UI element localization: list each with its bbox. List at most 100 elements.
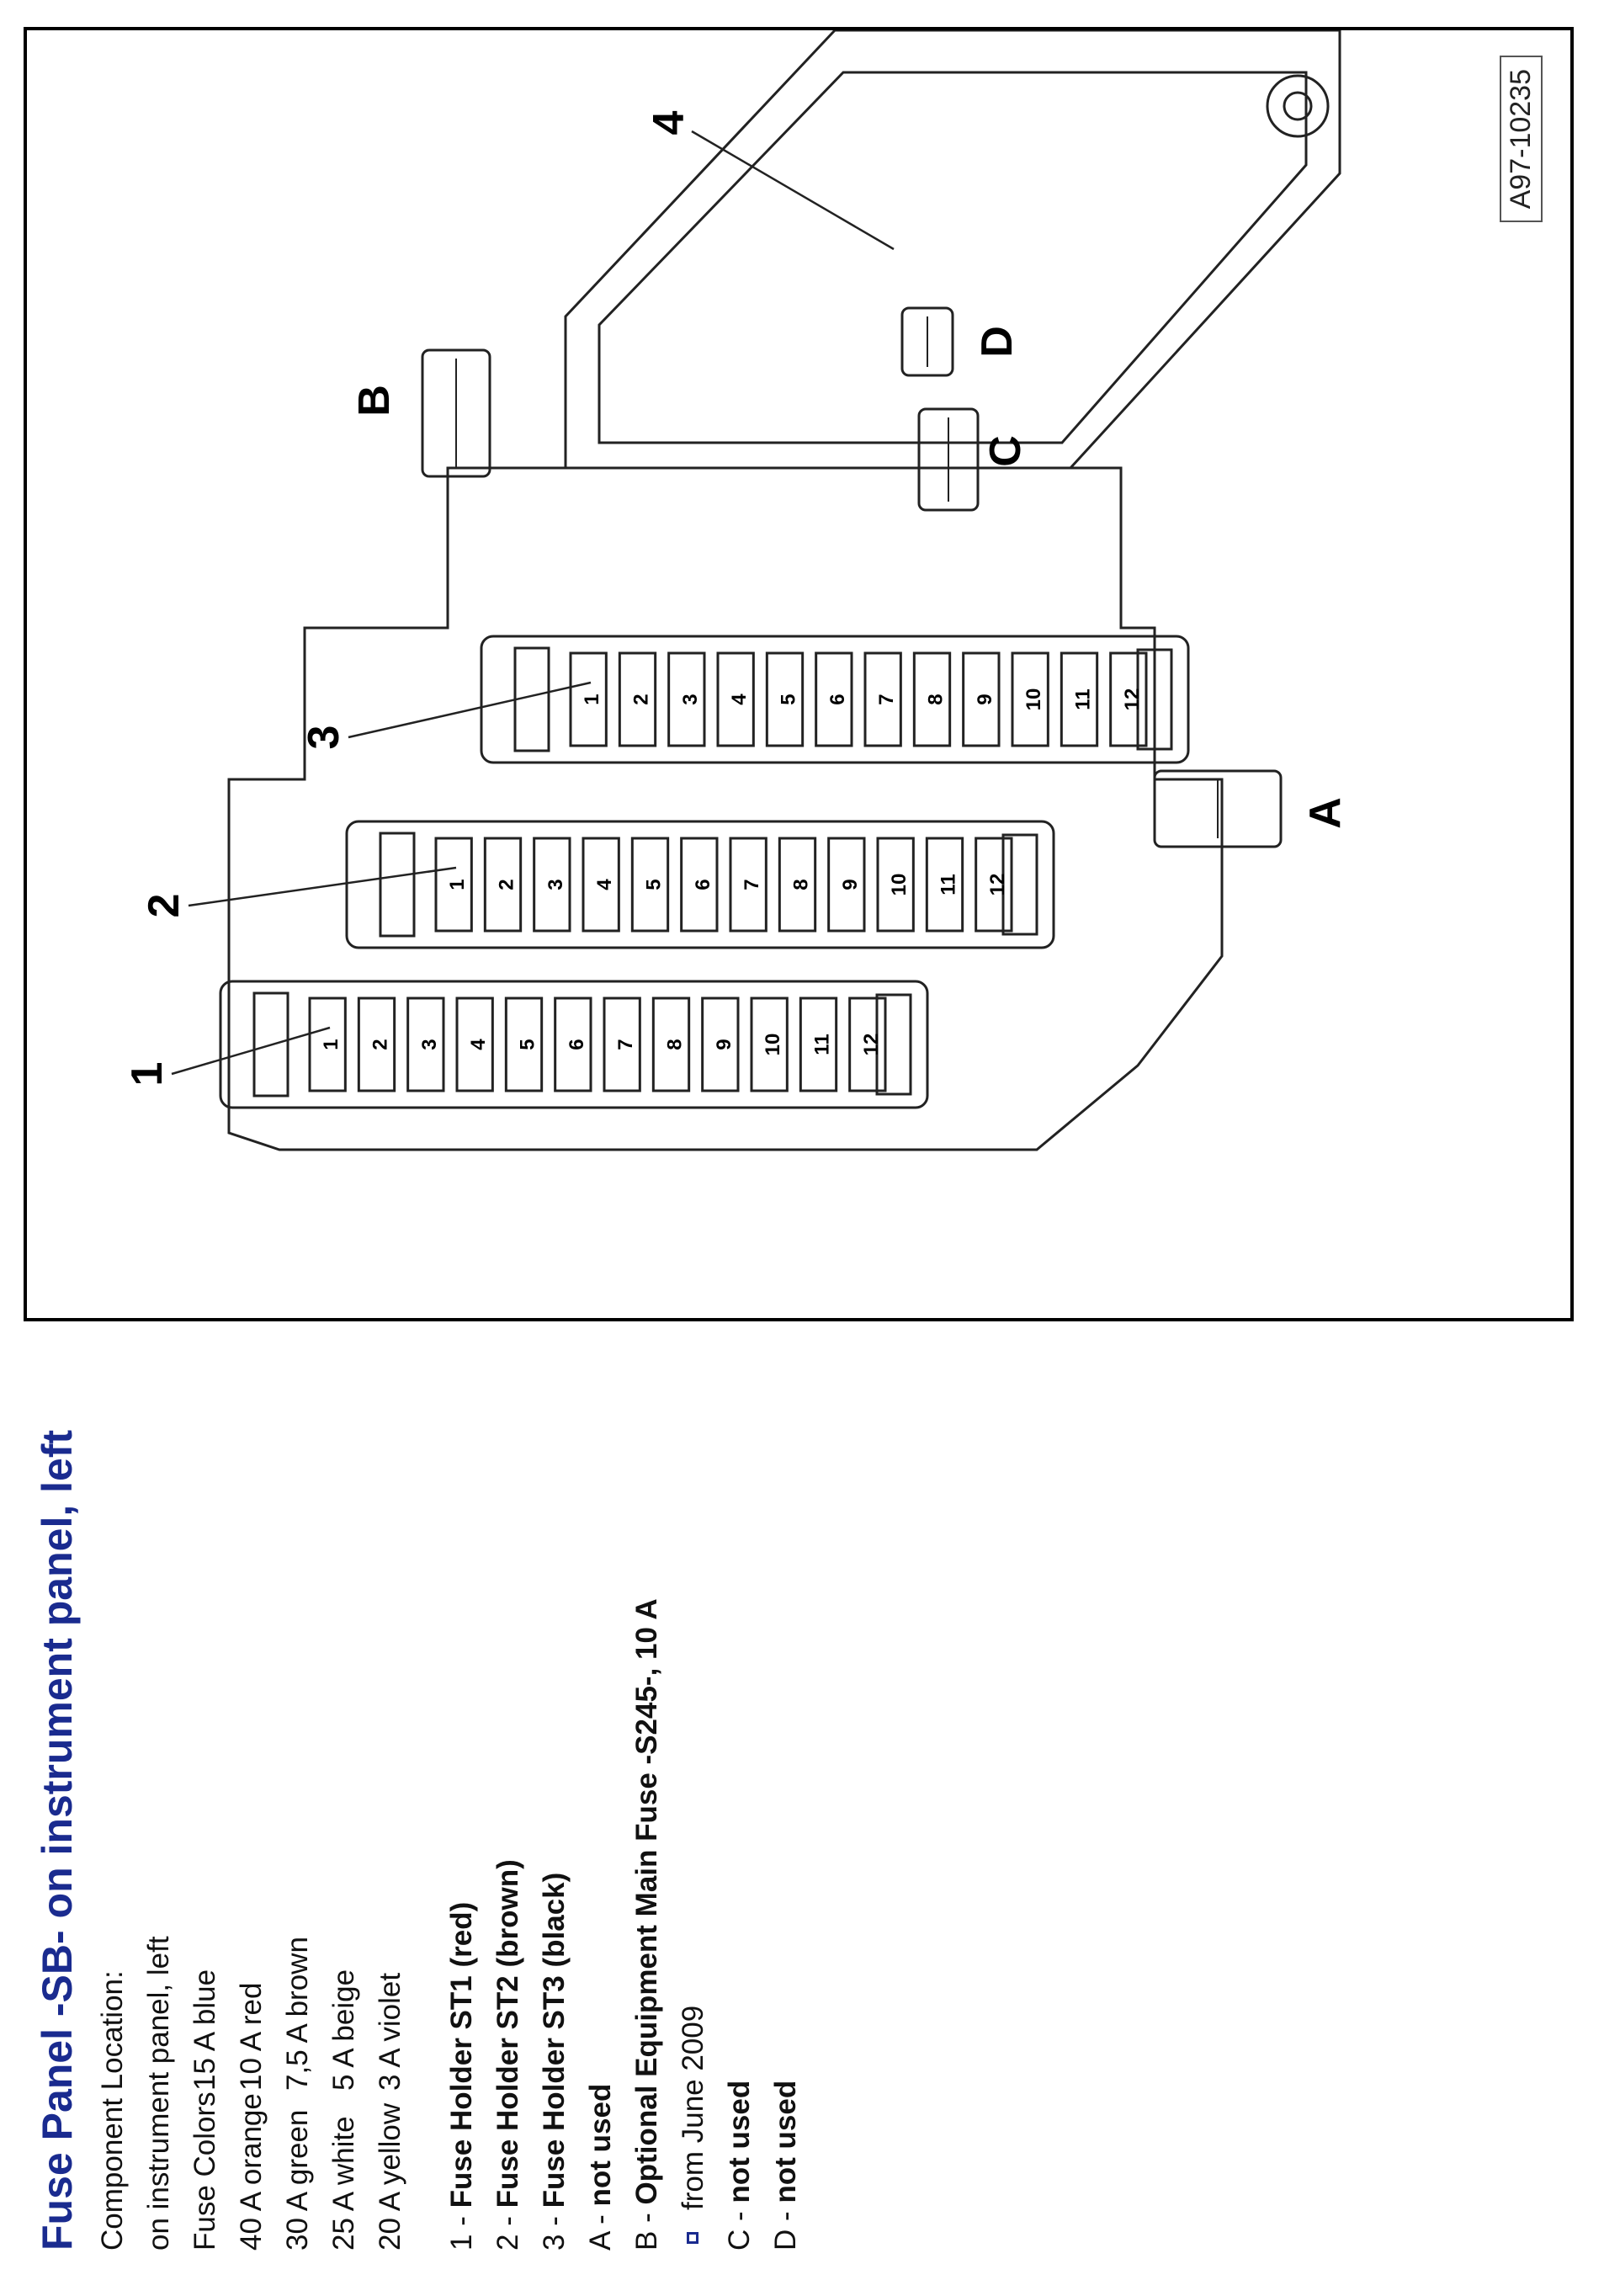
figure-id: A97-10235 bbox=[1500, 56, 1543, 223]
fuse-holder-tab bbox=[875, 993, 912, 1096]
small-fuse-carrier: A bbox=[1153, 769, 1350, 848]
callout-label: D bbox=[973, 326, 1022, 358]
fuse-slot-label: 5 bbox=[643, 879, 666, 890]
fuse-slot bbox=[701, 997, 740, 1092]
fuse-slot bbox=[667, 651, 706, 747]
fuse-holder-outline bbox=[219, 980, 929, 1109]
fuse-slot bbox=[876, 837, 915, 933]
fuse-slot-label: 1 bbox=[320, 1039, 343, 1050]
fuse-slot bbox=[630, 837, 670, 933]
fuse-slot-label: 11 bbox=[811, 1034, 834, 1055]
legend-item: A - not used bbox=[583, 2083, 617, 2251]
callout-line bbox=[188, 866, 457, 907]
fuse-slot-label: 11 bbox=[937, 874, 960, 895]
fuse-color-cell: 20 A yellow bbox=[373, 2102, 406, 2251]
component-location-label: Component Location: bbox=[95, 1970, 129, 2251]
fuse-slot bbox=[750, 997, 789, 1092]
legend-item: 1 - Fuse Holder ST1 (red) bbox=[444, 1901, 478, 2251]
fuse-color-cell: 30 A green bbox=[280, 2109, 314, 2251]
fuse-slot-label: 12 bbox=[860, 1034, 883, 1056]
fuse-slot bbox=[554, 997, 592, 1092]
fuse-color-cell: 7,5 A brown bbox=[280, 1937, 314, 2091]
carrier-outline bbox=[900, 306, 954, 377]
fuse-slot bbox=[716, 651, 755, 747]
fuse-color-cell: 5 A beige bbox=[327, 1969, 360, 2091]
mounting-plate bbox=[227, 466, 1224, 1151]
fuse-slot bbox=[1109, 651, 1148, 747]
fuse-slot bbox=[815, 651, 853, 747]
callout-line bbox=[171, 1026, 331, 1076]
legend-item: D - not used bbox=[768, 2080, 802, 2251]
callout-label: A bbox=[1301, 797, 1350, 829]
legend-list: 1 - Fuse Holder ST1 (red) 2 - Fuse Holde… bbox=[438, 1342, 809, 2251]
carrier-outline bbox=[917, 407, 980, 512]
fuse-holder-tab bbox=[1001, 833, 1038, 936]
fuse-slot bbox=[455, 997, 494, 1092]
fuse-slot bbox=[406, 997, 445, 1092]
fuse-slot-label: 2 bbox=[496, 879, 518, 890]
callout-label: 3 bbox=[300, 725, 348, 750]
relay-box-outline bbox=[564, 30, 1341, 470]
fuse-slot-label: 12 bbox=[1121, 688, 1144, 711]
fuse-slot-label: 10 bbox=[1022, 688, 1045, 711]
component-location-value: on instrument panel, left bbox=[141, 1936, 175, 2251]
fuse-slot-label: 6 bbox=[566, 1039, 588, 1050]
fuse-color-cell: 10 A red bbox=[234, 1982, 268, 2091]
fuse-slot-label: 3 bbox=[418, 1039, 441, 1050]
fuse-slot bbox=[651, 997, 691, 1092]
fuse-color-cell: 40 A orange bbox=[234, 2093, 268, 2251]
fuse-slot-label: 1 bbox=[581, 694, 603, 704]
small-fuse-carrier: B bbox=[350, 348, 491, 478]
fuse-slot bbox=[483, 837, 523, 933]
fuse-slot-label: 3 bbox=[544, 879, 567, 890]
callout-label: 4 bbox=[645, 110, 693, 135]
legend-item: 2 - Fuse Holder ST2 (brown) bbox=[491, 1859, 524, 2251]
fuse-slot-label: 2 bbox=[630, 694, 653, 704]
fuse-slot bbox=[962, 651, 1001, 747]
callout-label: 2 bbox=[140, 894, 189, 918]
legend-item: B - Optional Equipment Main Fuse -S245-,… bbox=[629, 1598, 663, 2251]
fuse-color-cell: 15 A blue bbox=[188, 1969, 221, 2091]
carrier-outline bbox=[421, 348, 491, 478]
fuse-slot-label: 5 bbox=[517, 1039, 539, 1050]
fuse-slot bbox=[848, 997, 887, 1092]
fuse-slot bbox=[357, 997, 396, 1092]
callout-label: B bbox=[350, 385, 399, 417]
fuse-slot bbox=[504, 997, 544, 1092]
fuse-slot-label: 2 bbox=[369, 1039, 392, 1050]
fuse-slot bbox=[925, 837, 964, 933]
relay-box-4: 4 bbox=[564, 30, 1341, 470]
fuse-slot bbox=[799, 997, 838, 1092]
callout-line bbox=[348, 681, 592, 739]
text-column: Fuse Panel -SB- on instrument panel, lef… bbox=[34, 1342, 809, 2251]
carrier-outline bbox=[1153, 769, 1283, 848]
square-bullet-icon bbox=[687, 2232, 699, 2244]
fuse-slot bbox=[582, 837, 620, 933]
legend-item: 3 - Fuse Holder ST3 (black) bbox=[537, 1872, 571, 2251]
fuse-holder-outline bbox=[345, 820, 1055, 949]
fuse-slot bbox=[765, 651, 805, 747]
fuse-slot-label: 9 bbox=[974, 694, 996, 704]
fuse-color-cell: Fuse Colors bbox=[188, 2091, 221, 2251]
fuse-color-cell: 3 A violet bbox=[373, 1972, 406, 2091]
small-fuse-carrier: C bbox=[917, 407, 1030, 512]
page-title: Fuse Panel -SB- on instrument panel, lef… bbox=[34, 1429, 81, 2251]
fuse-slot-label: 10 bbox=[762, 1034, 784, 1056]
fuse-slot bbox=[912, 651, 952, 747]
fuse-slot-label: 7 bbox=[741, 879, 763, 890]
fuse-slot-label: 6 bbox=[826, 694, 849, 704]
fuse-slot-label: 7 bbox=[614, 1039, 637, 1050]
fuse-slot-label: 4 bbox=[467, 1039, 490, 1050]
fuse-slot bbox=[618, 651, 657, 747]
fuse-slot-label: 12 bbox=[986, 874, 1009, 896]
fuse-slot bbox=[729, 837, 767, 933]
fuse-slot bbox=[603, 997, 641, 1092]
fuse-slot-label: 7 bbox=[875, 694, 898, 704]
fuse-slot bbox=[827, 837, 866, 933]
fuse-slot bbox=[975, 837, 1013, 933]
fuse-slot-label: 6 bbox=[692, 879, 714, 890]
